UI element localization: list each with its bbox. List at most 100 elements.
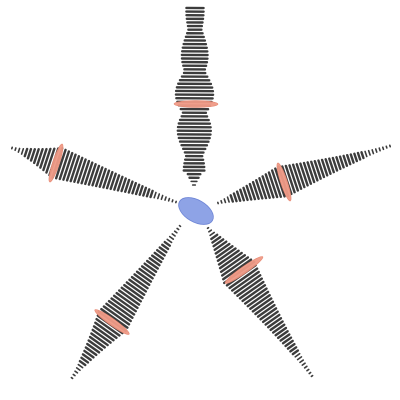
stripe-arm-5-20	[261, 310, 279, 324]
stripe-arm-5-49	[208, 229, 213, 233]
stripe-arm-2-14	[54, 148, 67, 180]
stripe-arm-4-49	[173, 230, 178, 234]
stripe-arm-4-35	[138, 267, 154, 280]
stripe-arm-2-40	[149, 189, 154, 199]
stripe-arm-4-4	[77, 363, 84, 369]
stripe-arm-4-37	[143, 262, 158, 273]
stripe-arm-2-8	[36, 147, 44, 167]
stripe-arm-3-10	[353, 152, 359, 163]
stripe-arm-3-24	[302, 161, 313, 185]
stripe-arm-5-37	[220, 256, 250, 277]
stripe-arm-4-10	[86, 342, 101, 354]
stripe-arm-4-48	[171, 233, 176, 237]
stripe-arm-4-12	[88, 335, 106, 349]
stripe-arm-4-34	[135, 270, 153, 283]
arm-5	[206, 226, 314, 378]
stripe-arm-5-9	[289, 346, 298, 353]
stripe-arm-2-24	[91, 164, 101, 187]
stripe-arm-4-14	[91, 328, 112, 344]
stripe-arm-5-12	[281, 336, 293, 345]
stripe-arm-3-25	[299, 162, 309, 187]
stripe-arm-5-30	[236, 277, 263, 297]
stripe-arm-5-1	[308, 371, 312, 375]
stripe-arm-5-14	[276, 330, 289, 340]
stripe-arm-3-35	[264, 173, 275, 199]
stripe-arm-5-19	[264, 313, 281, 326]
stripe-arm-2-31	[116, 175, 124, 192]
stripe-arm-2-22	[84, 161, 94, 186]
stripe-arm-4-7	[81, 353, 92, 362]
stripe-arm-2-46	[171, 199, 174, 203]
stripe-arm-4-51	[178, 224, 182, 228]
stripe-arm-5-42	[215, 245, 234, 259]
stripe-arm-5-36	[221, 258, 253, 281]
stripe-arm-3-43	[239, 188, 246, 202]
stripe-arm-5-24	[251, 297, 273, 313]
stripe-arm-2-44	[164, 196, 167, 201]
stripe-arm-2-18	[69, 155, 81, 183]
stripe-arm-3-33	[270, 169, 283, 198]
stripe-arm-3-26	[295, 163, 306, 189]
stripe-arm-4-8	[83, 349, 95, 359]
stripe-arm-2-23	[87, 163, 97, 186]
stripe-arm-5-43	[214, 242, 231, 255]
stripe-arm-4-6	[80, 356, 90, 364]
stripe-arm-3-9	[356, 151, 362, 161]
stripe-arm-5-2	[306, 368, 310, 372]
stripe-arm-4-29	[123, 283, 144, 300]
stripe-arm-4-33	[133, 273, 151, 287]
stripe-arm-5-27	[243, 287, 268, 305]
stripe-arm-5-15	[274, 326, 288, 337]
stripe-arm-2-25	[94, 166, 104, 188]
stripe-arm-4-30	[125, 281, 146, 296]
stripe-arm-2-33	[124, 178, 131, 193]
arms-layer	[10, 6, 392, 380]
stripe-arm-3-4	[374, 148, 378, 153]
stripe-arm-2-41	[153, 191, 157, 199]
arm-3	[217, 144, 392, 205]
stripe-arm-4-22	[105, 302, 132, 323]
stripe-arm-3-23	[306, 161, 316, 184]
stripe-arm-2-1	[14, 147, 17, 152]
stripe-arm-2-45	[167, 197, 171, 202]
stripe-arm-5-26	[246, 290, 270, 308]
stripe-arm-5-18	[266, 317, 283, 329]
stripe-arm-2-38	[142, 186, 148, 197]
stripe-arm-5-3	[303, 365, 308, 369]
stripe-arm-4-3	[75, 367, 81, 372]
stripe-arm-5-8	[291, 349, 300, 356]
stripe-arm-3-27	[291, 163, 303, 190]
stripe-arm-2-30	[113, 174, 121, 191]
stripe-arm-4-50	[176, 227, 180, 231]
stripe-arm-4-39	[148, 257, 161, 267]
stripe-arm-5-48	[209, 231, 216, 237]
stripe-arm-4-28	[120, 286, 143, 303]
stripe-arm-2-5	[26, 147, 33, 160]
disc-arm-1	[173, 100, 219, 108]
stripe-arm-5-17	[269, 320, 284, 332]
stripe-arm-4-45	[163, 240, 172, 247]
stripe-arm-5-31	[233, 274, 262, 295]
stripe-arm-2-34	[127, 180, 134, 194]
stripe-arm-5-6	[296, 356, 303, 361]
stripe-arm-3-1	[385, 145, 388, 149]
stripe-arm-2-29	[109, 172, 117, 191]
stripe-arm-4-25	[112, 294, 137, 313]
stripe-arm-4-21	[102, 305, 131, 326]
stripe-arm-2-21	[80, 159, 91, 185]
stripe-arm-5-5	[299, 359, 305, 364]
stripe-arm-2-36	[134, 183, 141, 196]
stripe-arm-5-10	[286, 342, 296, 350]
stripe-arm-2-17	[65, 153, 77, 182]
center-hub-ellipse	[178, 197, 214, 225]
stripe-arm-4-27	[118, 289, 141, 306]
stripe-arm-4-16	[94, 321, 118, 340]
stripe-arm-4-40	[151, 254, 163, 264]
stripe-arm-4-31	[128, 278, 148, 293]
stripe-arm-3-17	[328, 157, 335, 174]
disc-arm-5	[224, 256, 264, 284]
stripe-arm-4-1	[72, 373, 76, 377]
stripe-arm-4-0	[70, 376, 74, 380]
stripe-arm-3-36	[261, 175, 271, 199]
